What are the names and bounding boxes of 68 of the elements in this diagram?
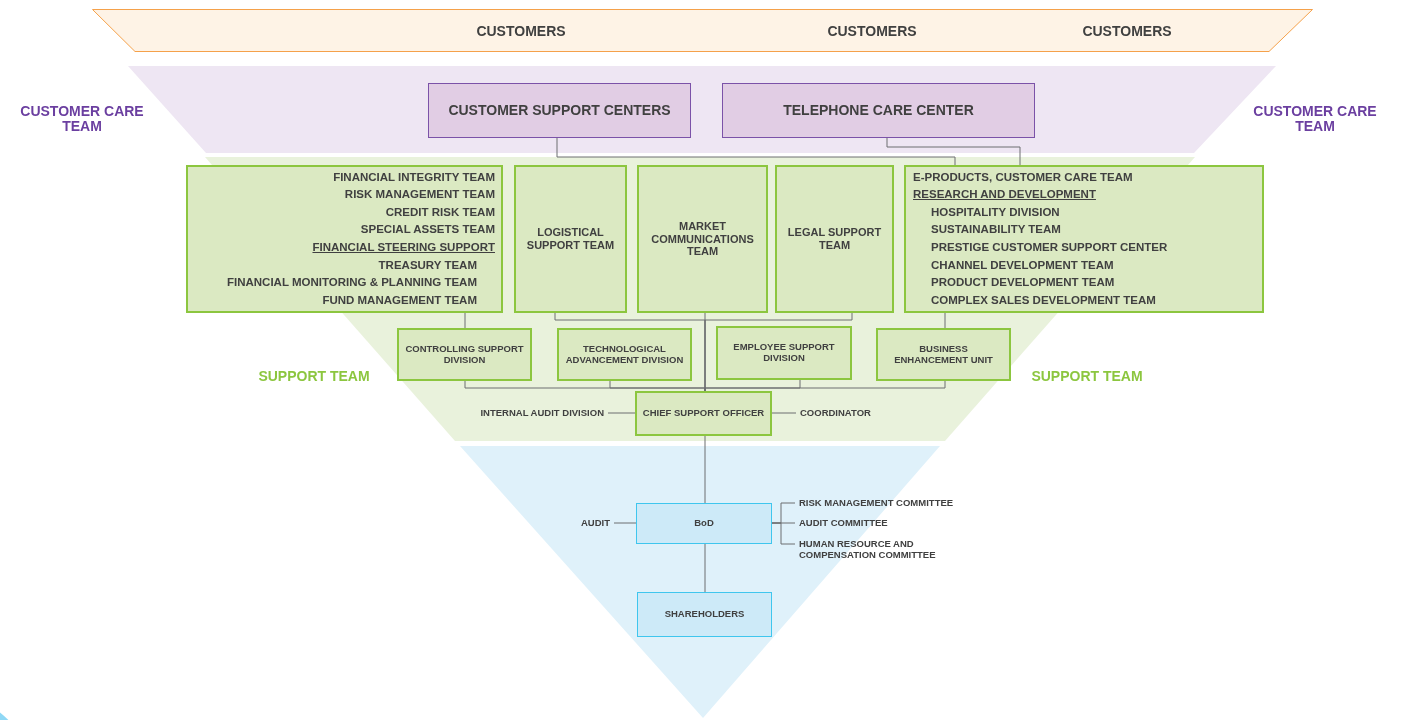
customer-label: CUSTOMERS [827, 23, 917, 39]
box-label: TREASURY TEAM [378, 257, 477, 273]
process-box [514, 165, 627, 313]
box-label: TECHNOLOGICAL ADVANCEMENT DIVISION [564, 343, 685, 366]
connector-line [886, 137, 1021, 166]
node-label: AUDIT COMMITTEE [799, 518, 888, 529]
connector-line [704, 380, 946, 392]
box-label: CUSTOMER SUPPORT CENTERS [448, 102, 671, 119]
box-label: RISK MANAGEMENT TEAM [344, 187, 495, 203]
box-label: FINANCIAL STEERING SUPPORT [312, 240, 495, 255]
box-label: E-PRODUCTS, CUSTOMER CARE TEAM [913, 169, 1133, 185]
process-box [557, 328, 692, 381]
node-label: AUDIT [580, 517, 610, 529]
connector-line [609, 380, 706, 392]
box-label: TELEPHONE CARE CENTER [783, 102, 974, 119]
box-label: CREDIT RISK TEAM [385, 204, 495, 220]
connector-line [771, 412, 797, 414]
box-label: FINANCIAL INTEGRITY TEAM [333, 169, 495, 185]
connector-line [704, 435, 706, 504]
band-label: CUSTOMER CARE TEAM [20, 104, 144, 135]
box-label: SPECIAL ASSETS TEAM [360, 222, 495, 238]
process-box [635, 391, 772, 436]
box-label: MARKET COMMUNICATIONS TEAM [650, 220, 755, 258]
connector-line [944, 312, 946, 329]
node-label: HUMAN RESOURCE AND COMPENSATION COMMITTEE [799, 539, 937, 561]
connector-line [704, 543, 706, 593]
box-label: RESEARCH AND DEVELOPMENT [913, 187, 1096, 203]
box-label: BUSINESS ENHANCEMENT UNIT [893, 343, 994, 366]
box-label: LEGAL SUPPORT TEAM [786, 226, 883, 252]
customer-band [92, 9, 1313, 52]
process-box [637, 592, 772, 637]
band-label: SUPPORT TEAM [257, 369, 371, 385]
process-box [775, 165, 894, 313]
box-label: CHIEF SUPPORT OFFICER [642, 408, 765, 419]
node-label: RISK MANAGEMENT COMMITTEE [799, 498, 954, 509]
connector-line [771, 522, 796, 545]
team-list-box [186, 165, 503, 313]
box-label: BoD [694, 518, 714, 529]
process-box [876, 328, 1011, 381]
band-label: SUPPORT TEAM [1030, 369, 1144, 385]
box-label: PRESTIGE CUSTOMER SUPPORT CENTER [931, 240, 1168, 255]
process-box [397, 328, 532, 381]
customer-label: CUSTOMERS [1082, 23, 1172, 39]
customer-label: CUSTOMERS [476, 23, 566, 39]
box-label: FUND MANAGEMENT TEAM [322, 292, 477, 308]
band-label: CUSTOMER CARE TEAM [1253, 104, 1377, 135]
team-list-box [904, 165, 1264, 313]
connector-line [464, 312, 466, 329]
box-label: EMPLOYEE SUPPORT DIVISION [732, 342, 836, 364]
node-label: COORDINATOR [800, 407, 871, 419]
box-label: COMPLEX SALES DEVELOPMENT TEAM [931, 292, 1156, 308]
box-label: CHANNEL DEVELOPMENT TEAM [931, 257, 1114, 273]
box-label: SUSTAINABILITY TEAM [931, 222, 1061, 238]
process-box [716, 326, 852, 380]
process-box [722, 83, 1035, 138]
connector-line [556, 137, 956, 166]
connector-line [607, 412, 636, 414]
box-label: PRODUCT DEVELOPMENT TEAM [931, 275, 1115, 291]
process-box [428, 83, 691, 138]
box-label: HOSPITALITY DIVISION [931, 204, 1060, 220]
box-label: CONTROLLING SUPPORT DIVISION [404, 343, 525, 366]
box-label: FINANCIAL MONITORING & PLANNING TEAM [227, 275, 477, 291]
box-label: LOGISTICAL SUPPORT TEAM [525, 226, 616, 252]
box-label: SHAREHOLDERS [664, 609, 745, 620]
connector-line [613, 522, 637, 524]
process-box [636, 503, 772, 544]
node-label: INTERNAL AUDIT DIVISION [480, 407, 604, 419]
process-box [637, 165, 768, 313]
